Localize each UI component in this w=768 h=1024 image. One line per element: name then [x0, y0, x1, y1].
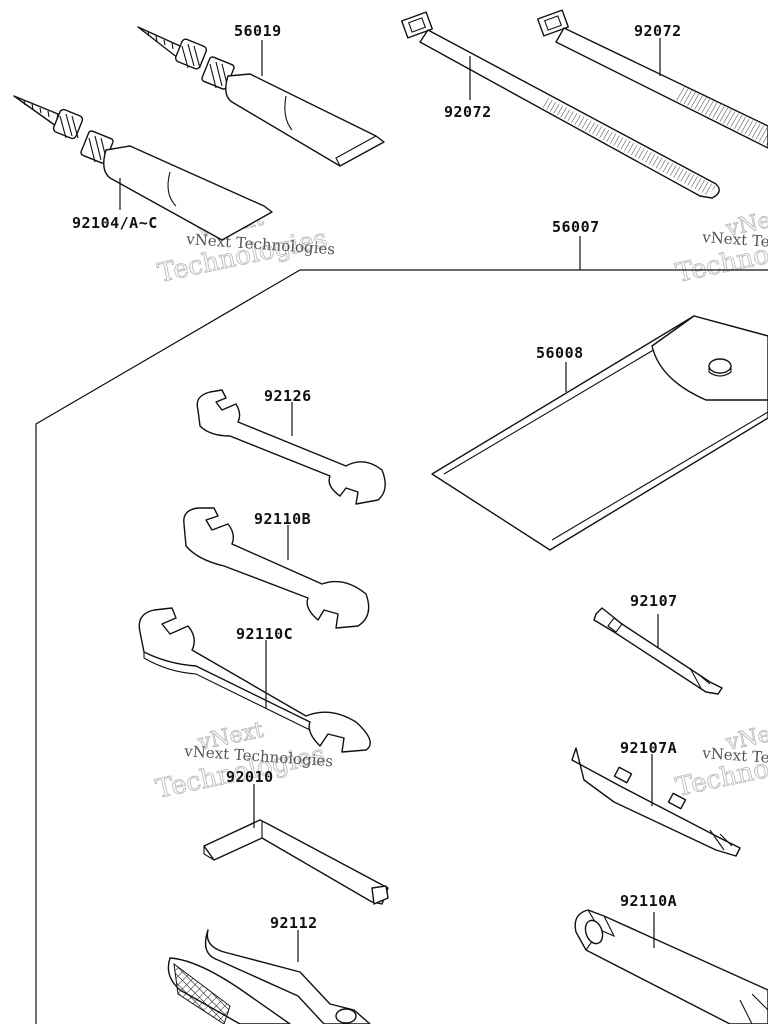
- label-92072-right: 92072: [634, 22, 682, 40]
- label-92010: 92010: [226, 768, 274, 786]
- watermark-top-right: vNext Technologies vNext Technologies: [673, 203, 768, 289]
- part-92104-tube: 92104/A~C: [13, 95, 273, 241]
- label-92110B: 92110B: [254, 510, 311, 528]
- part-56019-tube: 56019: [137, 22, 385, 167]
- part-92110c-wrench: 92110C: [138, 607, 371, 753]
- label-92107: 92107: [630, 592, 678, 610]
- label-56007: 56007: [552, 218, 600, 236]
- label-92110A: 92110A: [620, 892, 677, 910]
- part-92126-wrench: 92126: [196, 387, 386, 505]
- part-92110a-handle: 92110A: [574, 892, 768, 1024]
- part-56008-bag: 56008: [431, 315, 768, 551]
- part-92010-hexkey: 92010: [203, 768, 389, 905]
- watermark-mid-right: vNext Technologies vNext Technologies: [673, 717, 768, 803]
- label-92112: 92112: [270, 914, 318, 932]
- label-56008: 56008: [536, 344, 584, 362]
- label-92126: 92126: [264, 387, 312, 405]
- part-92107a-driver: 92107A: [571, 739, 741, 857]
- label-92104: 92104/A~C: [72, 214, 158, 232]
- part-92107-driver: 92107: [593, 592, 723, 695]
- toolkit-frame: 56007: [35, 218, 768, 1024]
- watermark-mid-left: vNext Technologies vNext Technologies: [153, 717, 334, 805]
- label-56019: 56019: [234, 22, 282, 40]
- part-92072-tie-left: 92072: [401, 11, 720, 199]
- part-92110b-wrench: 92110B: [183, 507, 370, 629]
- label-92072-left: 92072: [444, 103, 492, 121]
- part-92112-pliers: 92112: [167, 914, 371, 1024]
- label-92107A: 92107A: [620, 739, 677, 757]
- part-92072-tie-right: 92072: [537, 9, 768, 149]
- label-92110C: 92110C: [236, 625, 293, 643]
